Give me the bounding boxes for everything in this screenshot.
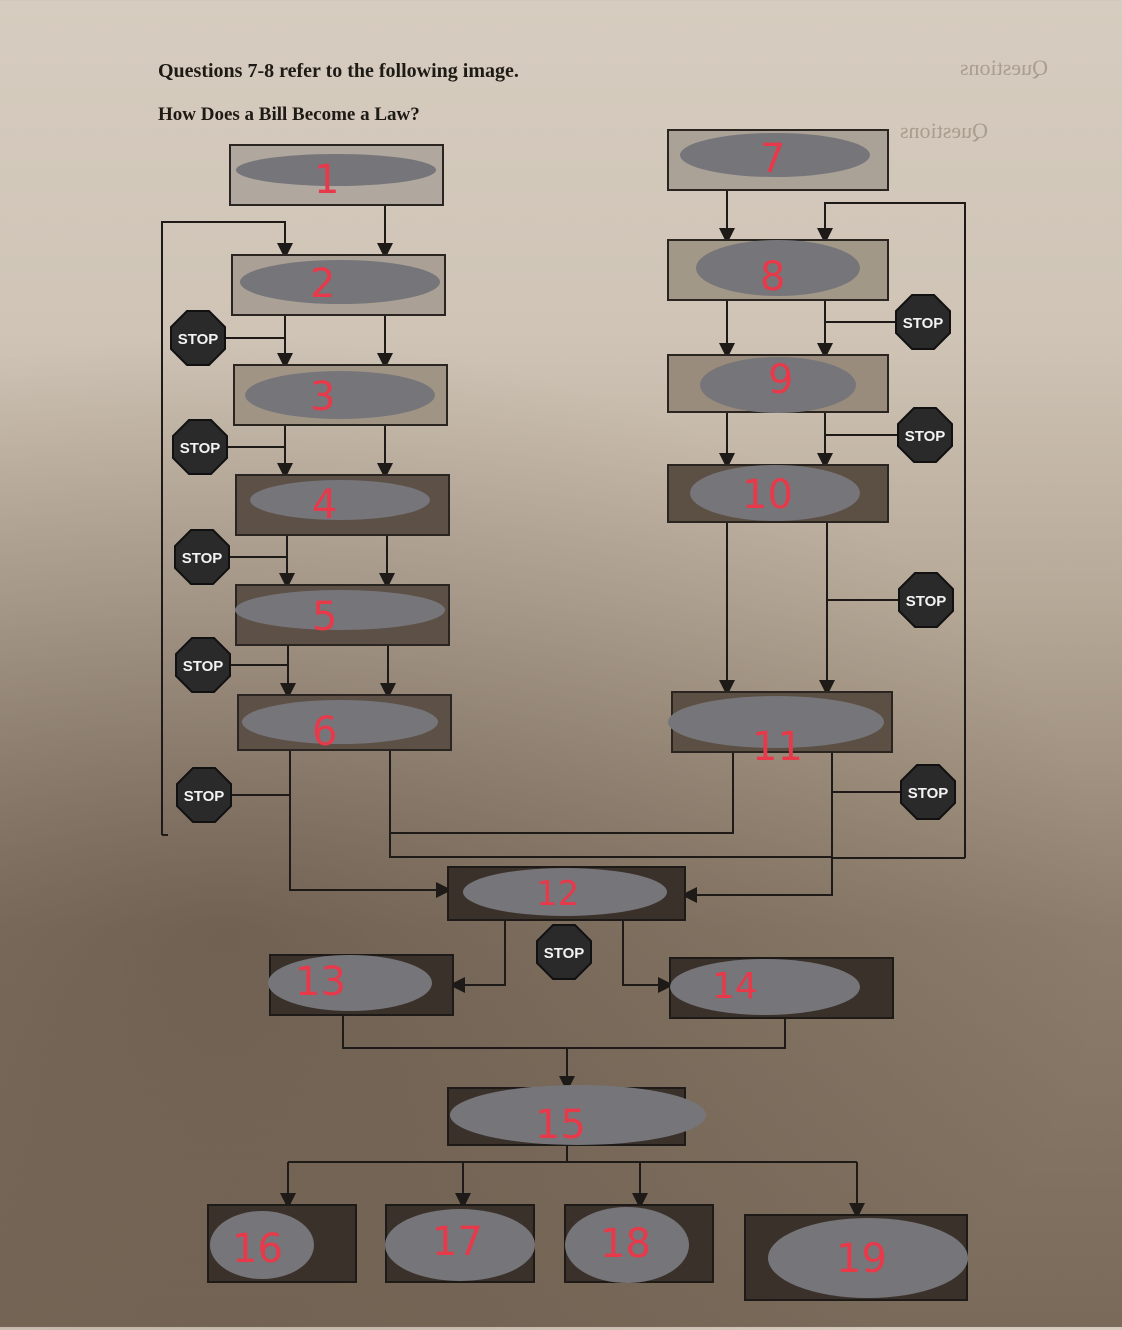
step-box-2: 2: [231, 254, 446, 316]
step-label-9: 9: [768, 357, 793, 403]
step-label-19: 19: [836, 1236, 887, 1282]
step-label-1: 1: [314, 157, 339, 203]
stop-sign-right-3: STOP: [898, 572, 954, 628]
step-box-5: 5: [235, 584, 450, 646]
step-label-13: 13: [295, 959, 346, 1005]
step-label-12: 12: [536, 874, 579, 914]
stop-text: STOP: [544, 945, 585, 962]
step-box-10: 10: [667, 464, 889, 523]
stop-text: STOP: [906, 593, 947, 610]
stop-sign-right-4: STOP: [900, 764, 956, 820]
step-box-8: 8: [667, 239, 889, 301]
step-label-6: 6: [312, 709, 337, 755]
step-box-12: 12: [447, 866, 686, 921]
step-box-9: 9: [667, 354, 889, 413]
stop-text: STOP: [180, 440, 221, 457]
step-box-18: 18: [564, 1204, 714, 1283]
step-label-16: 16: [232, 1226, 283, 1272]
step-label-14: 14: [712, 966, 758, 1007]
stop-sign-left-1: STOP: [170, 310, 226, 366]
stop-text: STOP: [178, 331, 219, 348]
stop-sign-left-3: STOP: [174, 529, 230, 585]
step-box-14: 14: [669, 957, 894, 1019]
step-label-8: 8: [760, 254, 785, 300]
step-label-3: 3: [310, 374, 335, 420]
stop-sign-right-2: STOP: [897, 407, 953, 463]
step-box-3: 3: [233, 364, 448, 426]
stop-text: STOP: [903, 315, 944, 332]
stop-text: STOP: [182, 550, 223, 567]
stop-sign-left-4: STOP: [175, 637, 231, 693]
stop-signs: STOP STOP STOP STOP STOP STOP STOP STO: [170, 294, 956, 980]
step-box-13: 13: [268, 954, 454, 1016]
stop-sign-left-5: STOP: [176, 767, 232, 823]
step-label-5: 5: [312, 594, 337, 640]
step-label-17: 17: [432, 1219, 483, 1265]
step-label-7: 7: [760, 136, 785, 182]
step-box-16: 16: [207, 1204, 357, 1283]
step-box-6: 6: [237, 694, 452, 755]
step-label-15: 15: [535, 1102, 586, 1148]
step-box-11: 11: [668, 691, 893, 770]
stop-text: STOP: [183, 658, 224, 675]
step-label-2: 2: [310, 261, 335, 307]
step-box-4: 4: [235, 474, 450, 536]
step-label-4: 4: [312, 482, 337, 528]
stop-text: STOP: [908, 785, 949, 802]
stop-sign-left-2: STOP: [172, 419, 228, 475]
step-box-1: 1: [229, 144, 444, 206]
step-label-10: 10: [742, 472, 793, 518]
question-heading: Questions 7-8 refer to the following ima…: [158, 60, 519, 82]
stop-sign-right-1: STOP: [895, 294, 951, 350]
step-box-17: 17: [385, 1204, 535, 1283]
stop-sign-center: STOP: [536, 924, 592, 980]
step-box-19: 19: [744, 1214, 968, 1301]
diagram-title: How Does a Bill Become a Law?: [158, 104, 420, 125]
stop-text: STOP: [184, 788, 225, 805]
step-box-7: 7: [667, 129, 889, 191]
step-label-11: 11: [752, 724, 803, 770]
step-box-15: 15: [447, 1085, 706, 1148]
connector-lines: [161, 190, 966, 1219]
stop-text: STOP: [905, 428, 946, 445]
step-label-18: 18: [600, 1221, 651, 1267]
flow-boxes: 1 2 3 4 5 6 7: [207, 129, 968, 1301]
